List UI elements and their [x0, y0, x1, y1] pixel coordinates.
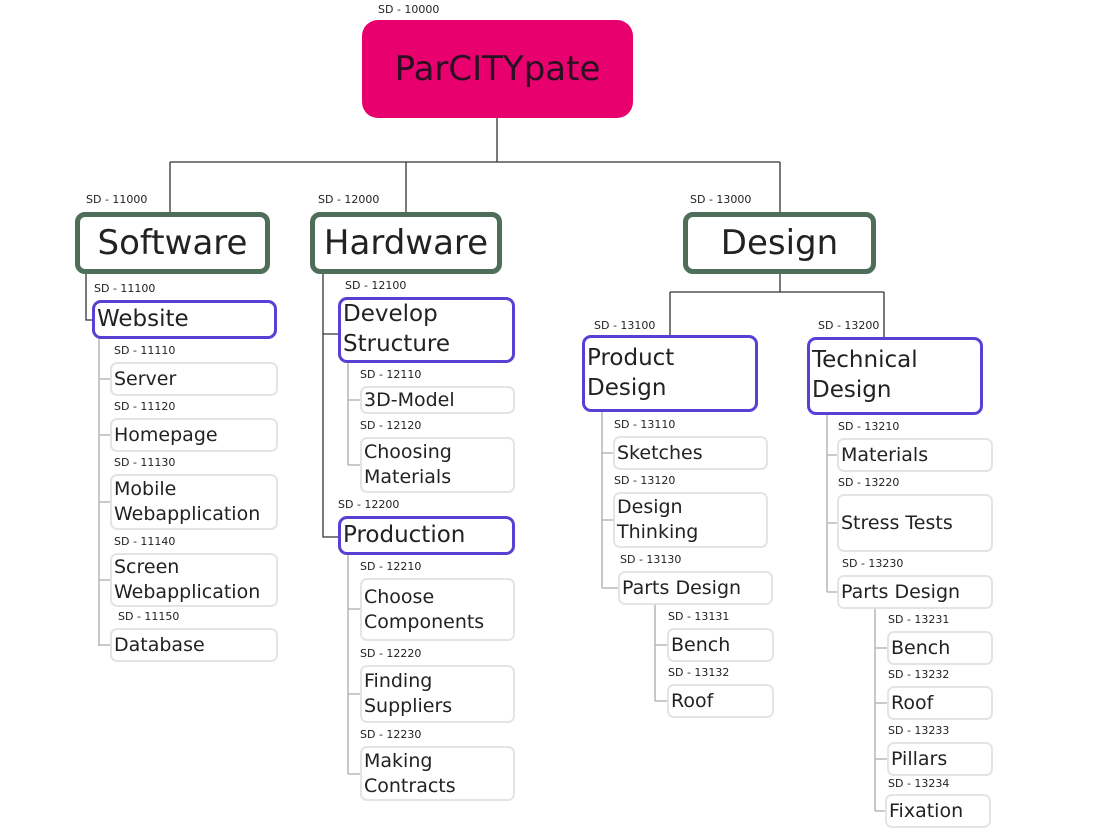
node-label: Sketches: [617, 441, 703, 464]
node-code-screen: SD - 11140: [114, 535, 176, 548]
node-choosing[interactable]: Choosing Materials: [360, 437, 515, 493]
node-design[interactable]: Design: [683, 212, 876, 274]
node-bench2[interactable]: Bench: [887, 631, 993, 665]
node-label: Parts Design: [622, 576, 742, 599]
node-label: Develop Structure: [343, 301, 450, 357]
node-label: Stress Tests: [841, 511, 953, 534]
node-code-materials: SD - 13210: [838, 420, 900, 433]
node-code-database: SD - 11150: [118, 610, 180, 623]
node-code-homepage: SD - 11120: [114, 400, 176, 413]
node-label: Mobile Webapplication: [114, 478, 261, 525]
node-label: Finding Suppliers: [364, 670, 453, 717]
node-develop[interactable]: Develop Structure: [338, 297, 515, 363]
node-code-contracts: SD - 12230: [360, 728, 422, 741]
node-stress[interactable]: Stress Tests: [837, 494, 993, 552]
node-label: Bench: [671, 633, 731, 656]
node-label: Server: [114, 367, 177, 390]
node-code-roof2: SD - 13232: [888, 668, 950, 681]
node-contracts[interactable]: Making Contracts: [360, 746, 515, 801]
node-label: Website: [97, 305, 189, 332]
node-code-parts2: SD - 13230: [842, 557, 904, 570]
node-roof2[interactable]: Roof: [887, 686, 993, 720]
node-code-sketches: SD - 13110: [614, 418, 676, 431]
node-label: Fixation: [889, 799, 964, 822]
node-label: Screen Webapplication: [114, 556, 261, 603]
node-code-parts1: SD - 13130: [620, 553, 682, 566]
node-fixation[interactable]: Fixation: [885, 794, 991, 828]
node-parts2[interactable]: Parts Design: [837, 575, 993, 609]
node-label: Database: [114, 633, 205, 656]
node-screen[interactable]: Screen Webapplication: [110, 553, 278, 607]
node-code-roof1: SD - 13132: [668, 666, 730, 679]
node-roof1[interactable]: Roof: [667, 684, 774, 718]
node-code-model3d: SD - 12110: [360, 368, 422, 381]
node-code-thinking: SD - 13120: [614, 474, 676, 487]
node-code-technical: SD - 13200: [818, 319, 880, 332]
node-label: Choose Components: [364, 585, 485, 633]
node-code-pillars: SD - 13233: [888, 724, 950, 737]
node-server[interactable]: Server: [110, 362, 278, 396]
node-suppliers[interactable]: Finding Suppliers: [360, 665, 515, 723]
node-label: ParCITYpate: [394, 48, 601, 89]
node-code-software: SD - 11000: [86, 193, 148, 206]
node-label: Design Thinking: [617, 496, 699, 543]
node-production[interactable]: Production: [338, 516, 515, 555]
node-bench1[interactable]: Bench: [667, 628, 774, 662]
node-code-hardware: SD - 12000: [318, 193, 380, 206]
node-code-bench1: SD - 13131: [668, 610, 730, 623]
node-code-website: SD - 11100: [94, 282, 156, 295]
node-code-production: SD - 12200: [338, 498, 400, 511]
node-label: Software: [97, 222, 248, 263]
node-pillars[interactable]: Pillars: [887, 742, 993, 776]
node-code-develop: SD - 12100: [345, 279, 407, 292]
node-label: Materials: [841, 443, 929, 466]
node-label: Roof: [891, 691, 934, 714]
node-code-fixation: SD - 13234: [888, 777, 950, 790]
node-label: Parts Design: [841, 580, 961, 603]
node-technical[interactable]: Technical Design: [807, 337, 983, 415]
node-code-product: SD - 13100: [594, 319, 656, 332]
node-code-mobile: SD - 11130: [114, 456, 176, 469]
node-hardware[interactable]: Hardware: [310, 212, 502, 274]
node-label: Design: [720, 222, 839, 263]
node-homepage[interactable]: Homepage: [110, 418, 278, 452]
node-code-suppliers: SD - 12220: [360, 647, 422, 660]
node-software[interactable]: Software: [75, 212, 270, 274]
node-label: Roof: [671, 689, 714, 712]
node-root[interactable]: ParCITYpate: [362, 20, 633, 118]
node-parts1[interactable]: Parts Design: [618, 571, 773, 605]
node-code-components: SD - 12210: [360, 560, 422, 573]
node-code-stress: SD - 13220: [838, 476, 900, 489]
node-code-bench2: SD - 13231: [888, 613, 950, 626]
node-components[interactable]: Choose Components: [360, 578, 515, 641]
node-product[interactable]: Product Design: [582, 335, 758, 412]
node-mobile[interactable]: Mobile Webapplication: [110, 474, 278, 530]
node-label: Technical Design: [812, 347, 918, 403]
node-label: Bench: [891, 636, 951, 659]
node-materials[interactable]: Materials: [837, 438, 993, 472]
node-label: Product Design: [587, 344, 675, 401]
node-label: Pillars: [891, 747, 948, 770]
node-model3d[interactable]: 3D-Model: [360, 386, 515, 414]
node-code-choosing: SD - 12120: [360, 419, 422, 432]
node-database[interactable]: Database: [110, 628, 278, 662]
node-thinking[interactable]: Design Thinking: [613, 492, 768, 548]
node-label: Making Contracts: [364, 749, 456, 797]
node-sketches[interactable]: Sketches: [613, 436, 768, 470]
node-code-root: SD - 10000: [378, 3, 440, 16]
node-label: Choosing Materials: [364, 441, 452, 488]
node-label: Production: [343, 521, 466, 548]
node-label: Homepage: [114, 423, 218, 446]
node-website[interactable]: Website: [92, 300, 277, 339]
node-code-server: SD - 11110: [114, 344, 176, 357]
node-code-design: SD - 13000: [690, 193, 752, 206]
node-label: Hardware: [323, 222, 489, 263]
node-label: 3D-Model: [364, 388, 455, 411]
